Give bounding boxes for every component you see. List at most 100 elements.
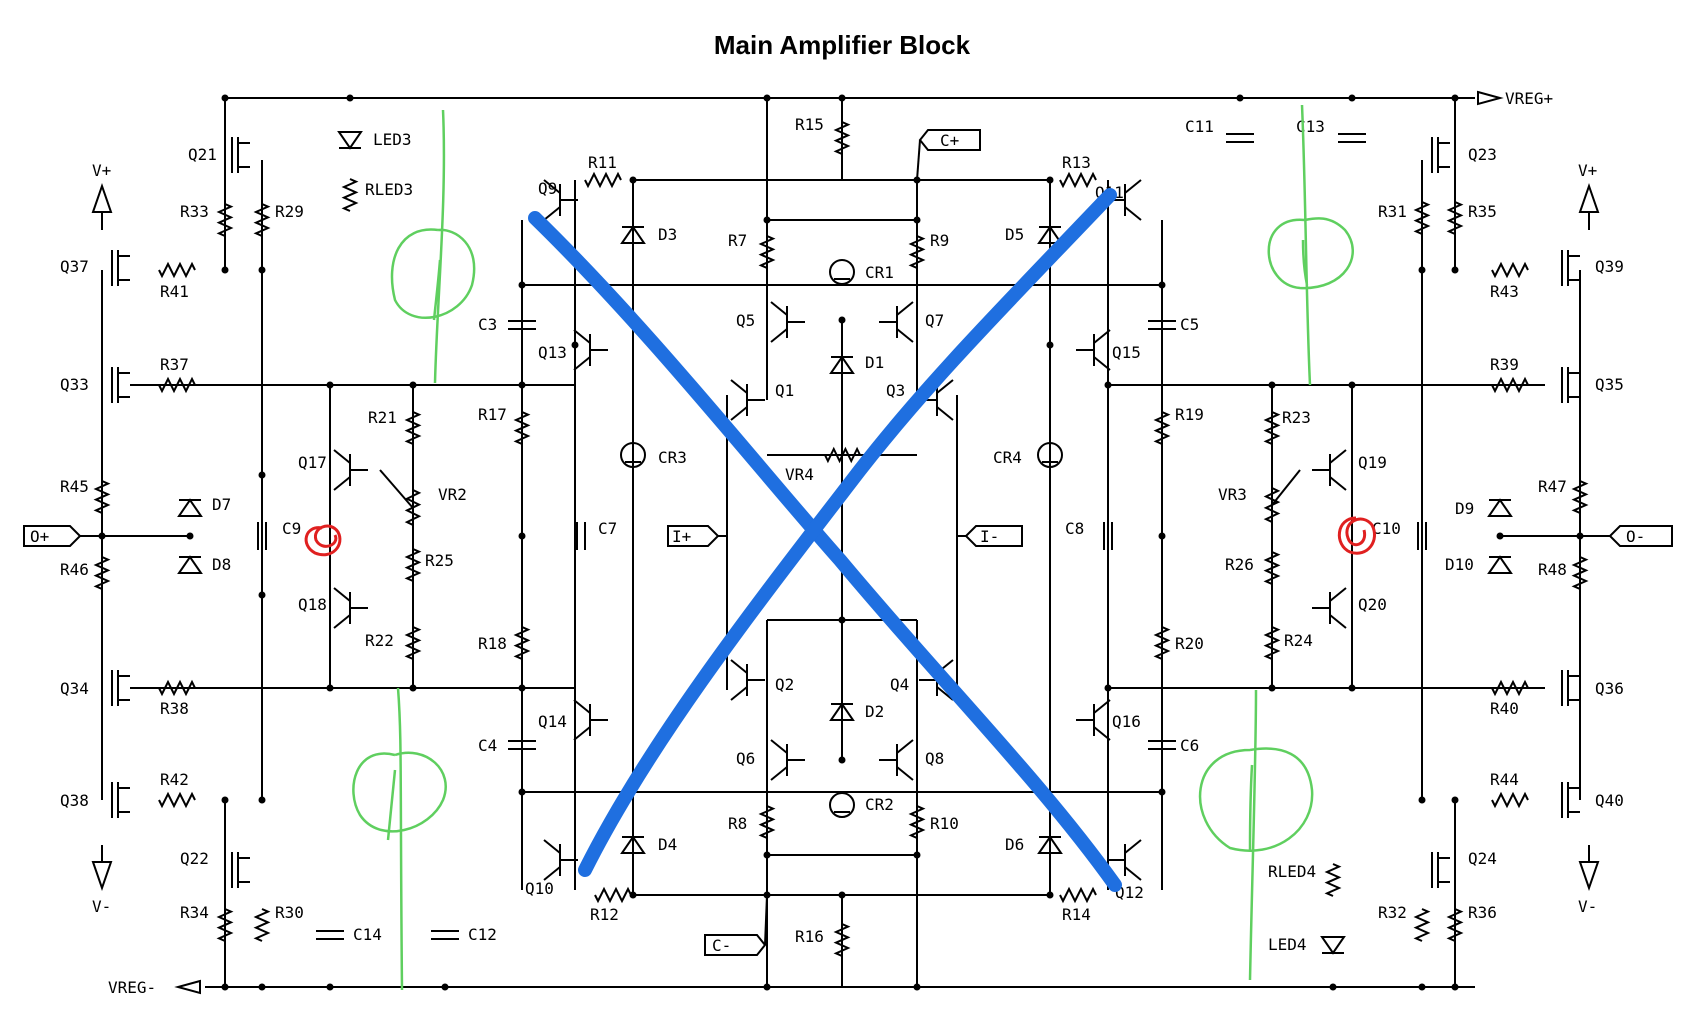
label-r34: R34 bbox=[180, 903, 209, 922]
resistor-r22: R22 bbox=[365, 626, 422, 660]
resistor-r38: R38 bbox=[158, 679, 196, 718]
mosfet-q35: Q35 bbox=[1561, 367, 1624, 403]
label-q36: Q36 bbox=[1595, 679, 1624, 698]
transistor-q15: Q15 bbox=[1076, 329, 1141, 371]
diode-d2: D2 bbox=[829, 702, 884, 721]
green-mark-bottom-left bbox=[352, 687, 447, 991]
transistor-q6: Q6 bbox=[736, 739, 805, 781]
label-q20: Q20 bbox=[1358, 595, 1387, 614]
c-neg-label: C- bbox=[712, 936, 731, 955]
resistor-r18: R18 bbox=[478, 626, 531, 660]
mosfet-q22: Q22 bbox=[180, 849, 250, 888]
red-scribble-c9 bbox=[304, 524, 342, 557]
label-d8: D8 bbox=[212, 555, 231, 574]
resistor-r44: R44 bbox=[1490, 770, 1529, 809]
label-q22: Q22 bbox=[180, 849, 209, 868]
resistor-r20: R20 bbox=[1153, 626, 1204, 660]
resistor-r26: R26 bbox=[1225, 551, 1281, 585]
label-r13: R13 bbox=[1062, 153, 1091, 172]
label-q40: Q40 bbox=[1595, 791, 1624, 810]
mosfet-q38: Q38 bbox=[60, 782, 130, 818]
out-neg-port: O- bbox=[1608, 525, 1673, 547]
blue-cross-stroke-a bbox=[528, 211, 1122, 892]
label-r29: R29 bbox=[275, 202, 304, 221]
label-cr3: CR3 bbox=[658, 448, 687, 467]
label-led3: LED3 bbox=[373, 130, 412, 149]
label-r14: R14 bbox=[1062, 905, 1091, 924]
resistor-r37: R37 bbox=[158, 355, 196, 394]
green-mark-top-right bbox=[1267, 104, 1354, 386]
v-neg-left-port: V- bbox=[91, 845, 113, 916]
resistor-r43: R43 bbox=[1490, 261, 1529, 301]
label-q1: Q1 bbox=[775, 381, 794, 400]
capacitor-c8: C8 bbox=[1065, 519, 1113, 550]
label-q18: Q18 bbox=[298, 595, 327, 614]
label-r24: R24 bbox=[1284, 631, 1313, 650]
mosfet-q36: Q36 bbox=[1561, 670, 1624, 706]
diode-led4: LED4 bbox=[1268, 935, 1346, 955]
capacitor-c3: C3 bbox=[478, 315, 536, 334]
resistor-r31: R31 bbox=[1378, 201, 1431, 235]
label-vr3: VR3 bbox=[1218, 485, 1247, 504]
green-mark-bottom-right bbox=[1198, 689, 1314, 981]
label-c6: C6 bbox=[1180, 736, 1199, 755]
components: Q21Q37Q33Q34Q38Q22Q23Q39Q35Q36Q40Q24Q17Q… bbox=[60, 115, 1624, 957]
label-q39: Q39 bbox=[1595, 257, 1624, 276]
c-neg-port: C- bbox=[704, 894, 768, 956]
label-r47: R47 bbox=[1538, 477, 1567, 496]
current-regulator-cr4: CR4 bbox=[993, 442, 1063, 468]
label-d6: D6 bbox=[1005, 835, 1024, 854]
v-pos-right-port: V+ bbox=[1578, 161, 1600, 230]
mosfet-q40: Q40 bbox=[1561, 782, 1624, 818]
label-r17: R17 bbox=[478, 405, 507, 424]
label-c5: C5 bbox=[1180, 315, 1199, 334]
label-q34: Q34 bbox=[60, 679, 89, 698]
label-c8: C8 bbox=[1065, 519, 1084, 538]
resistor-r23: R23 bbox=[1263, 408, 1311, 445]
capacitor-c14: C14 bbox=[316, 925, 382, 944]
label-r15: R15 bbox=[795, 115, 824, 134]
label-q33: Q33 bbox=[60, 375, 89, 394]
resistor-r19: R19 bbox=[1153, 405, 1204, 445]
label-q24: Q24 bbox=[1468, 849, 1497, 868]
in-neg-port: I- bbox=[957, 525, 1023, 547]
label-r48: R48 bbox=[1538, 560, 1567, 579]
diode-d7: D7 bbox=[177, 495, 231, 517]
label-q3: Q3 bbox=[886, 381, 905, 400]
capacitor-c9: C9 bbox=[257, 519, 301, 550]
trimmer-vr3: VR3 bbox=[1218, 469, 1301, 523]
label-d7: D7 bbox=[212, 495, 231, 514]
label-r40: R40 bbox=[1490, 699, 1519, 718]
v-pos-right-label: V+ bbox=[1578, 161, 1597, 180]
label-r9: R9 bbox=[930, 231, 949, 250]
label-q10: Q10 bbox=[525, 879, 554, 898]
capacitor-c4: C4 bbox=[478, 736, 536, 755]
resistor-r15: R15 bbox=[795, 115, 851, 155]
resistor-r13: R13 bbox=[1059, 153, 1097, 189]
v-pos-left-label: V+ bbox=[92, 161, 111, 180]
current-regulator-cr1: CR1 bbox=[829, 259, 894, 285]
label-d10: D10 bbox=[1445, 555, 1474, 574]
resistor-r47: R47 bbox=[1538, 477, 1589, 514]
label-r32: R32 bbox=[1378, 903, 1407, 922]
diode-d4: D4 bbox=[620, 835, 677, 854]
transistor-q10: Q10 bbox=[525, 839, 578, 898]
resistor-r10: R10 bbox=[908, 805, 959, 839]
label-r44: R44 bbox=[1490, 770, 1519, 789]
mosfet-q37: Q37 bbox=[60, 250, 130, 286]
label-r46: R46 bbox=[60, 560, 89, 579]
label-r36: R36 bbox=[1468, 903, 1497, 922]
diode-d1: D1 bbox=[829, 353, 884, 374]
transistor-q12: Q12 bbox=[1107, 839, 1144, 902]
resistor-r29: R29 bbox=[253, 202, 304, 237]
diode-d10: D10 bbox=[1445, 555, 1513, 574]
transistor-q7: Q7 bbox=[879, 301, 944, 343]
c-pos-port: C+ bbox=[916, 129, 981, 181]
out-pos-label: O+ bbox=[30, 527, 49, 546]
label-r21: R21 bbox=[368, 408, 397, 427]
label-c13: C13 bbox=[1296, 117, 1325, 136]
label-c14: C14 bbox=[353, 925, 382, 944]
label-q15: Q15 bbox=[1112, 343, 1141, 362]
label-r10: R10 bbox=[930, 814, 959, 833]
capacitor-c11: C11 bbox=[1185, 117, 1254, 143]
